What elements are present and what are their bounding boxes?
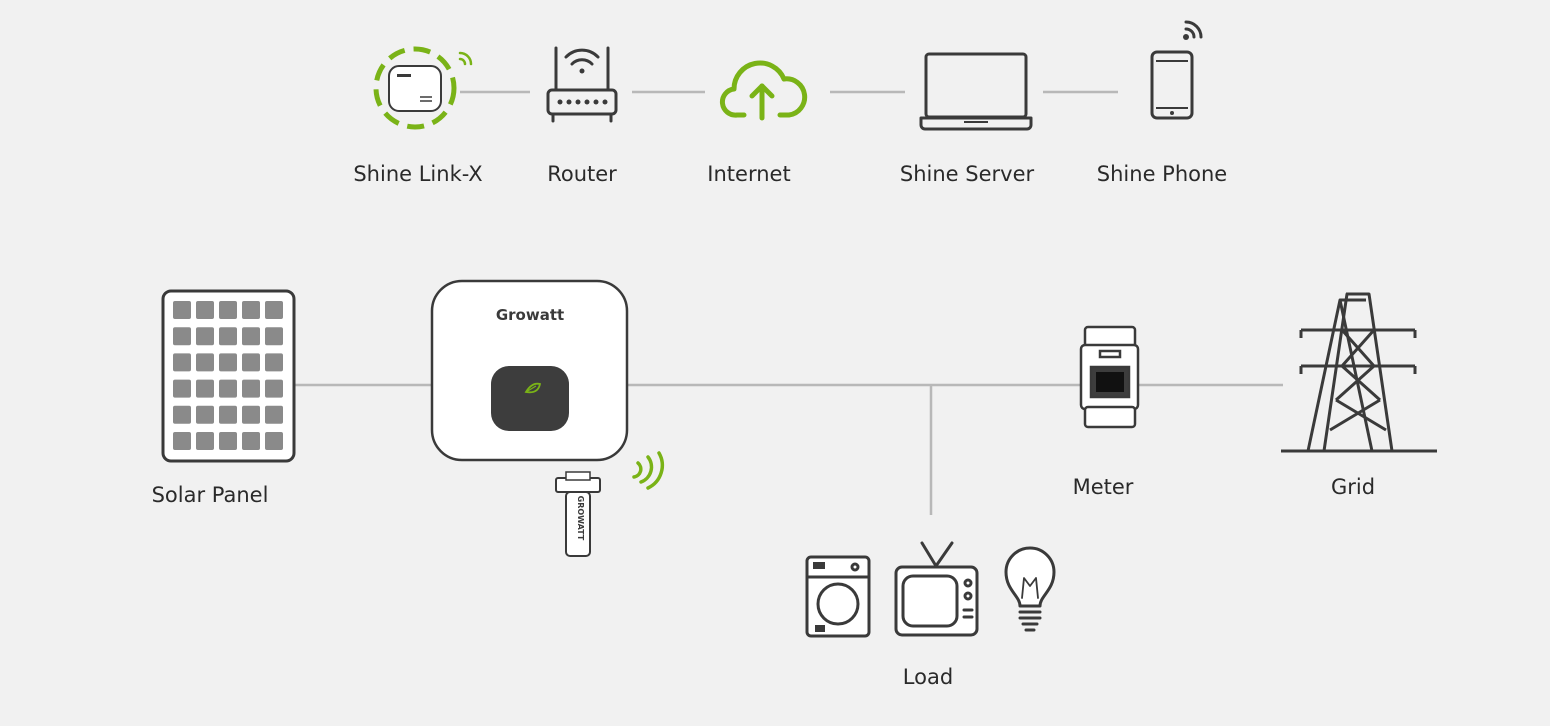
inverter-icon: Growatt <box>430 279 629 462</box>
solar-cell <box>196 379 214 398</box>
label-solar-panel: Solar Panel <box>151 483 269 507</box>
label-internet: Internet <box>707 162 791 186</box>
solar-cell <box>173 405 191 424</box>
solar-cell <box>196 353 214 372</box>
solar-cell <box>242 432 260 450</box>
wifi-dongle-icon: GROWATT <box>555 451 665 557</box>
laptop-icon <box>919 52 1033 131</box>
tv-icon <box>894 541 979 637</box>
solar-cell <box>173 301 191 319</box>
solar-cell <box>242 405 260 424</box>
label-shine-server: Shine Server <box>899 162 1035 186</box>
solar-cell <box>219 327 237 346</box>
label-grid: Grid <box>1330 475 1376 499</box>
light-bulb-icon <box>1004 546 1056 632</box>
pylon-icon <box>1281 292 1437 453</box>
solar-panel-icon <box>161 289 296 463</box>
solar-cell <box>219 353 237 372</box>
solar-cell <box>196 405 214 424</box>
solar-cell <box>219 379 237 398</box>
solar-cell <box>265 432 283 450</box>
router-icon <box>546 46 618 123</box>
washing-machine-icon <box>805 555 871 638</box>
cloud-upload-icon <box>719 60 808 121</box>
solar-cell <box>242 353 260 372</box>
power-connectors <box>295 383 1283 515</box>
label-router: Router <box>547 162 617 186</box>
solar-cell <box>265 301 283 319</box>
solar-cell <box>265 327 283 346</box>
solar-cell <box>219 432 237 450</box>
solar-cell <box>219 405 237 424</box>
solar-cell <box>196 327 214 346</box>
solar-cell <box>242 379 260 398</box>
label-meter: Meter <box>1072 475 1134 499</box>
solar-cell <box>242 327 260 346</box>
solar-cell <box>173 327 191 346</box>
solar-cell <box>265 379 283 398</box>
label-shine-link-x: Shine Link-X <box>353 162 483 186</box>
solar-cell <box>242 301 260 319</box>
label-shine-phone: Shine Phone <box>1096 162 1228 186</box>
meter-icon <box>1079 325 1140 429</box>
dongle-brand: GROWATT <box>576 496 585 541</box>
solar-cell <box>173 379 191 398</box>
solar-cell <box>265 405 283 424</box>
solar-cell <box>173 353 191 372</box>
label-load: Load <box>902 665 954 689</box>
solar-cell <box>196 301 214 319</box>
smartphone-icon <box>1150 20 1203 120</box>
solar-cell <box>219 301 237 319</box>
shine-link-x-icon <box>373 46 473 130</box>
solar-cell <box>173 432 191 450</box>
solar-cell <box>265 353 283 372</box>
inverter-brand: Growatt <box>496 306 564 324</box>
solar-cell <box>196 432 214 450</box>
